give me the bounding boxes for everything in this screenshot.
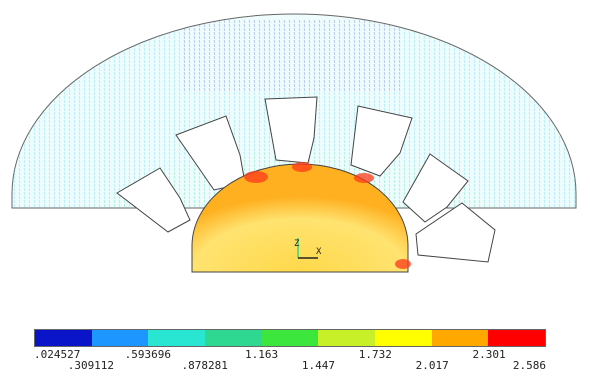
legend-swatch — [35, 330, 92, 346]
legend-swatch — [91, 330, 149, 346]
legend-labels: .024527.309112 .593696 .878281 1.163 1.447 1.… — [34, 347, 546, 383]
legend-label: 2.586 — [512, 359, 546, 372]
rotor-region — [191, 163, 409, 273]
legend-swatch — [375, 330, 432, 346]
legend-swatch — [318, 330, 376, 346]
legend-label: .593696 — [124, 348, 171, 361]
legend-swatch — [261, 330, 319, 346]
legend-label: 1.447 — [301, 359, 335, 372]
legend-swatch — [205, 330, 262, 346]
legend-label: .878281 — [181, 359, 228, 372]
stator-slots — [116, 96, 496, 263]
legend-color-bar — [34, 329, 546, 347]
legend-label: 1.163 — [244, 348, 279, 361]
axis-triad: Z X — [294, 238, 322, 259]
legend-label: .309112 — [67, 359, 115, 372]
axis-z-label: Z — [294, 239, 300, 249]
legend-swatch — [488, 330, 546, 346]
graphics-viewport[interactable]: Z X .024527.309112 .593696 .878281 1.163 1.4… — [0, 0, 590, 372]
high-flux-spots — [244, 162, 411, 269]
legend-swatch — [148, 330, 206, 346]
legend-label: 1.732 — [358, 348, 392, 361]
vector-field-plot: Z X — [11, 13, 577, 273]
legend-label: 2.301 — [472, 348, 506, 361]
color-legend: .024527.309112 .593696 .878281 1.163 1.447 1.… — [34, 329, 546, 383]
legend-label: .024527 — [34, 348, 81, 361]
legend-swatch — [431, 330, 489, 346]
legend-label: 2.017 — [415, 359, 449, 372]
axis-x-label: X — [316, 247, 322, 257]
